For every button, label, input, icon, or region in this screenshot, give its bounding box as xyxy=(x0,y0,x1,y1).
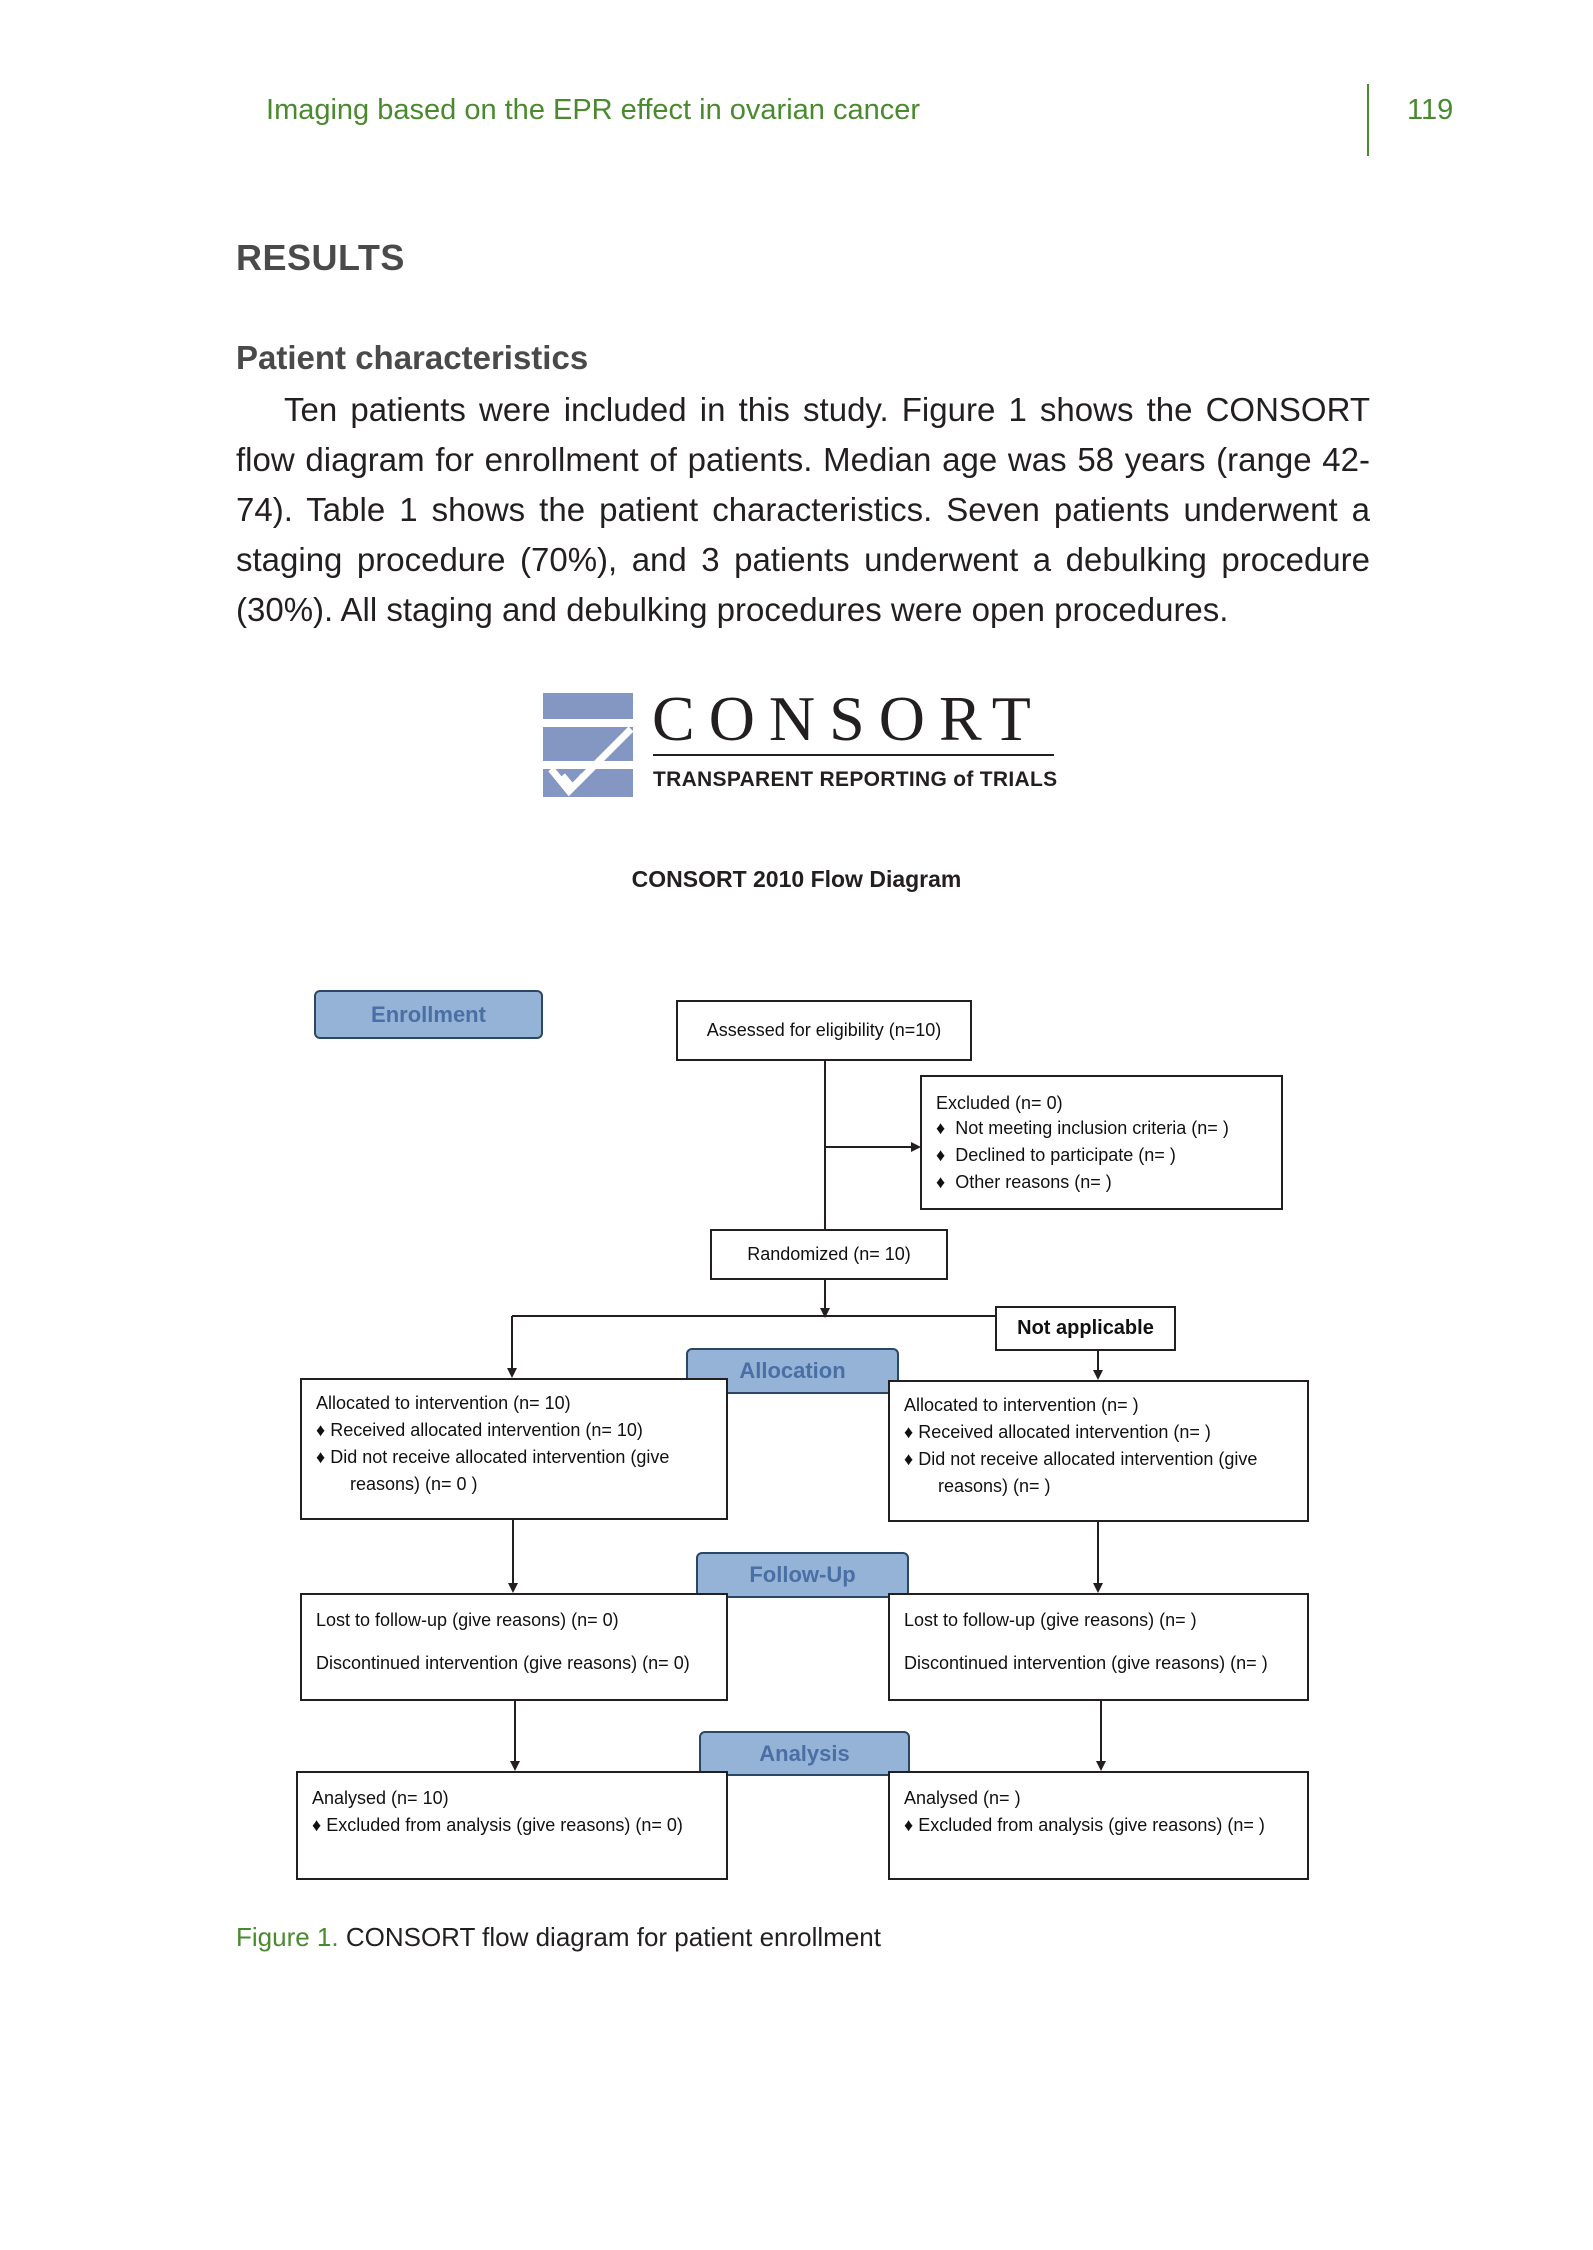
right-discontinued: Discontinued intervention (give reasons)… xyxy=(904,1653,1268,1673)
bullet-icon: ♦ xyxy=(904,1422,914,1442)
right-received: ♦ Received allocated intervention (n= ) xyxy=(904,1422,1211,1442)
right-analysed: Analysed (n= ) xyxy=(904,1788,1021,1808)
assessed-text: Assessed for eligibility (n=10) xyxy=(706,1020,942,1040)
bullet-icon: ♦ xyxy=(936,1118,946,1138)
phase-analysis: Analysis xyxy=(699,1731,910,1776)
left-received: ♦ Received allocated intervention (n= 10… xyxy=(316,1420,643,1440)
figure-label: Figure 1. xyxy=(236,1922,339,1952)
bullet-icon: ♦ xyxy=(936,1172,946,1192)
figure-caption-text: CONSORT flow diagram for patient enrollm… xyxy=(338,1922,881,1952)
left-not-received: ♦ Did not receive allocated intervention… xyxy=(316,1447,670,1467)
excluded-item: ♦ Declined to participate (n= ) xyxy=(936,1145,1176,1165)
right-not-received: ♦ Did not receive allocated intervention… xyxy=(904,1449,1258,1469)
left-allocated: Allocated to intervention (n= 10) xyxy=(316,1393,571,1413)
right-excluded-analysis: ♦ Excluded from analysis (give reasons) … xyxy=(904,1815,1265,1835)
left-analysed: Analysed (n= 10) xyxy=(312,1788,449,1808)
not-applicable-text: Not applicable xyxy=(1017,1317,1154,1339)
left-lost: Lost to follow-up (give reasons) (n= 0) xyxy=(316,1610,619,1630)
excluded-item: ♦ Not meeting inclusion criteria (n= ) xyxy=(936,1118,1229,1138)
left-allocation-box: Allocated to intervention (n= 10) ♦ Rece… xyxy=(300,1378,728,1520)
bullet-icon: ♦ xyxy=(904,1449,914,1469)
logo-divider xyxy=(653,754,1054,756)
left-analysis-box: Analysed (n= 10) ♦ Excluded from analysi… xyxy=(296,1771,728,1880)
flow-diagram-title: CONSORT 2010 Flow Diagram xyxy=(631,866,962,892)
right-not-received-cont: reasons) (n= ) xyxy=(938,1476,1051,1496)
right-allocated: Allocated to intervention (n= ) xyxy=(904,1395,1139,1415)
left-excluded-analysis: ♦ Excluded from analysis (give reasons) … xyxy=(312,1815,683,1835)
consort-logo-icon xyxy=(543,693,633,797)
bullet-icon: ♦ xyxy=(316,1420,326,1440)
consort-wordmark: CONSORT xyxy=(652,683,1045,754)
right-allocation-box: Allocated to intervention (n= ) ♦ Receiv… xyxy=(888,1380,1309,1522)
right-analysis-box: Analysed (n= ) ♦ Excluded from analysis … xyxy=(888,1771,1309,1880)
subsection-heading: Patient characteristics xyxy=(236,339,589,376)
page-number: 119 xyxy=(1407,94,1454,126)
bullet-icon: ♦ xyxy=(936,1145,946,1165)
header-divider xyxy=(1367,84,1369,156)
left-not-received-cont: reasons) (n= 0 ) xyxy=(350,1474,478,1494)
bullet-icon: ♦ xyxy=(316,1447,326,1467)
right-follow-up-box: Lost to follow-up (give reasons) (n= ) D… xyxy=(888,1593,1309,1701)
left-discontinued: Discontinued intervention (give reasons)… xyxy=(316,1653,690,1673)
body-paragraph: Ten patients were included in this study… xyxy=(236,391,1370,628)
randomized-box: Randomized (n= 10) xyxy=(710,1229,948,1280)
excluded-title: Excluded (n= 0) xyxy=(936,1093,1063,1113)
figure-caption: Figure 1. CONSORT flow diagram for patie… xyxy=(236,1922,881,1953)
randomized-text: Randomized (n= 10) xyxy=(747,1244,911,1264)
not-applicable-box: Not applicable xyxy=(995,1306,1176,1351)
bullet-icon: ♦ xyxy=(904,1815,914,1835)
phase-enrollment: Enrollment xyxy=(314,990,543,1039)
section-heading: RESULTS xyxy=(236,237,405,278)
phase-follow-up: Follow-Up xyxy=(696,1552,909,1598)
left-follow-up-box: Lost to follow-up (give reasons) (n= 0) … xyxy=(300,1593,728,1701)
excluded-item: ♦ Other reasons (n= ) xyxy=(936,1172,1112,1192)
assessed-box: Assessed for eligibility (n=10) xyxy=(676,1000,972,1061)
bullet-icon: ♦ xyxy=(312,1815,322,1835)
consort-tagline: TRANSPARENT REPORTING of TRIALS xyxy=(653,768,1058,791)
excluded-box: Excluded (n= 0) ♦ Not meeting inclusion … xyxy=(920,1075,1283,1210)
right-lost: Lost to follow-up (give reasons) (n= ) xyxy=(904,1610,1197,1630)
running-title: Imaging based on the EPR effect in ovari… xyxy=(266,94,920,126)
